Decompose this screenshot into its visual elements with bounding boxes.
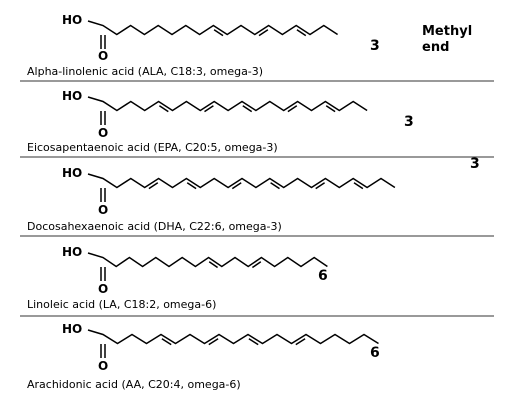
oxygen-label: O: [98, 49, 108, 63]
carbon-chain: [87, 329, 379, 345]
omega-number: 3: [404, 114, 414, 130]
carbon-chain: [87, 96, 368, 112]
acid-caption: Arachidonic acid (AA, C20:4, omega-6): [27, 378, 241, 391]
double-bond: [251, 261, 262, 269]
acid-caption: Alpha-linolenic acid (ALA, C18:3, omega-…: [27, 65, 263, 78]
acid-row-aa: HO O 6 Arachidonic acid (AA, C20:4, omeg…: [27, 322, 380, 391]
acid-caption: Linoleic acid (LA, C18:2, omega-6): [27, 298, 216, 311]
acid-caption: Docosahexaenoic acid (DHA, C22:6, omega-…: [27, 220, 282, 233]
methyl-label: end: [422, 40, 449, 55]
double-bond: [270, 182, 280, 190]
double-bond: [353, 182, 364, 190]
double-bond: [242, 105, 253, 113]
omega-number: 3: [470, 156, 480, 172]
double-bond: [231, 182, 242, 190]
double-bonds: [161, 338, 306, 346]
double-bond: [213, 29, 224, 37]
double-bond: [315, 182, 326, 190]
double-bond: [158, 105, 169, 113]
acid-row-epa: HO O 3 Eicosapentaenoic acid (EPA, C20:5…: [27, 89, 414, 154]
carbon-chain: [87, 20, 339, 36]
hydroxyl-label: HO: [62, 322, 82, 336]
double-bond: [258, 29, 269, 37]
hydroxyl-label: HO: [62, 245, 82, 259]
double-bond: [208, 338, 219, 346]
double-bonds: [208, 261, 262, 269]
oxygen-label: O: [98, 282, 108, 296]
omega-number: 6: [370, 345, 380, 361]
oxygen-label: O: [98, 359, 108, 373]
double-bond: [248, 338, 259, 346]
double-bond: [148, 182, 159, 190]
hydroxyl-label: HO: [62, 166, 82, 180]
double-bond: [161, 338, 172, 346]
omega-number: 6: [318, 268, 328, 284]
double-bond: [296, 29, 307, 37]
acid-row-la: HO O 6 Linoleic acid (LA, C18:2, omega-6…: [27, 245, 328, 311]
acid-row-dha: HO O 3 Docosahexaenoic acid (DHA, C22:6,…: [27, 156, 480, 233]
double-bonds: [158, 105, 336, 113]
double-bond: [295, 338, 306, 346]
carbon-chain: [87, 173, 396, 189]
oxygen-label: O: [98, 203, 108, 217]
hydroxyl-label: HO: [62, 13, 82, 27]
methyl-label: Methyl: [422, 24, 472, 39]
double-bond: [287, 105, 298, 113]
double-bond: [186, 182, 197, 190]
omega-number: 3: [370, 38, 380, 54]
oxygen-label: O: [98, 126, 108, 140]
acid-caption: Eicosapentaenoic acid (EPA, C20:5, omega…: [27, 141, 278, 154]
carbon-chain: [87, 252, 328, 268]
double-bonds: [213, 29, 307, 37]
double-bond: [208, 261, 219, 269]
double-bonds: [148, 182, 364, 190]
double-bond: [325, 105, 336, 113]
hydroxyl-label: HO: [62, 89, 82, 103]
acid-row-ala: HO O 3 Methyl end Alpha-linolenic acid (…: [27, 13, 472, 78]
double-bond: [204, 105, 214, 113]
